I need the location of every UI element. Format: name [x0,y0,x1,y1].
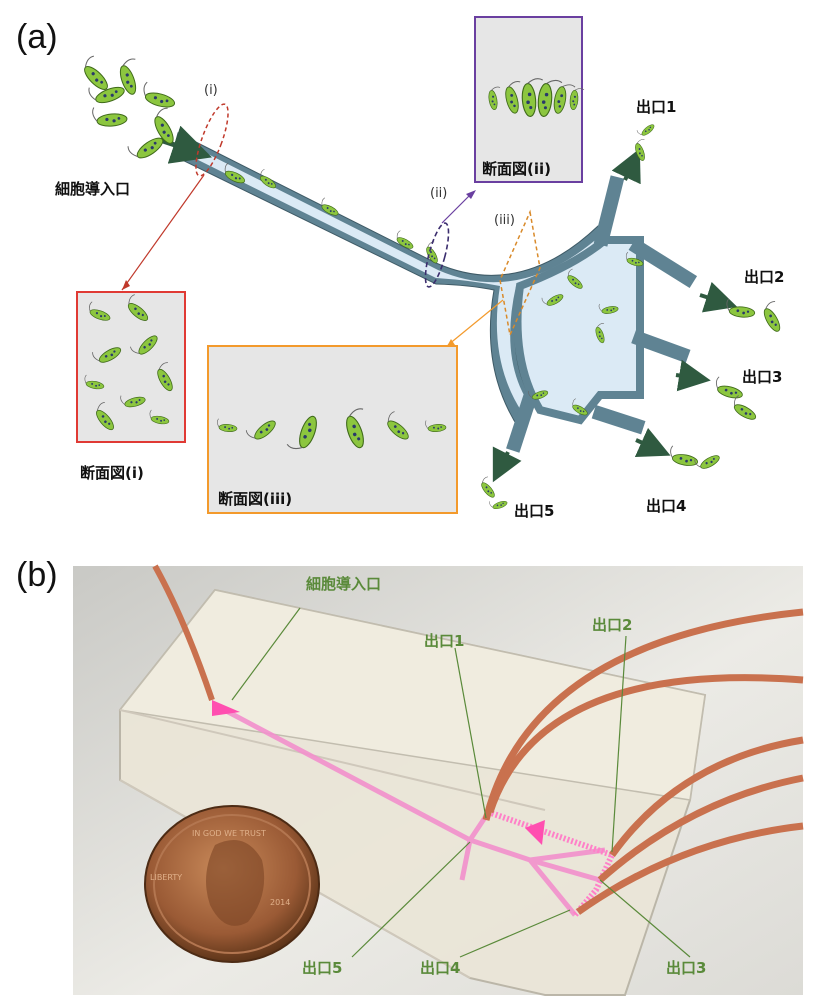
section-iii-box [207,345,458,514]
panel-a-label: (a) [16,18,58,56]
marker-i-label: (i) [204,83,218,98]
outlet-5-label: 出口5 [514,502,555,520]
section-i-label: 断面図(i) [80,464,144,482]
section-ii-label: 断面図(ii) [482,160,551,178]
panel-a-diagram [76,16,790,514]
photo-outlet-3-label: 出口3 [666,959,707,977]
panel-b-label: (b) [16,556,58,594]
photo-outlet-2-label: 出口2 [592,616,633,634]
outlet-4-label: 出口4 [646,497,687,515]
photo-outlet-1-label: 出口1 [424,632,465,650]
section-iii-label: 断面図(iii) [218,490,293,508]
coin-text-1: IN GOD WE TRUST [192,829,266,838]
coin-text-3: 2014 [270,898,290,907]
section-ii-marker [424,222,450,288]
marker-iii-label: (iii) [494,213,515,228]
section-i-marker [195,103,229,177]
section-iii-marker [499,209,541,338]
inlet-label: 細胞導入口 [55,180,131,198]
photo-outlet-4-label: 出口4 [420,959,461,977]
outlet-3-label: 出口3 [742,368,783,386]
photo-outlet-5-label: 出口5 [302,959,343,977]
photo-inlet-label: 細胞導入口 [306,575,382,593]
outlet-2-label: 出口2 [744,268,785,286]
coin-text-2: LIBERTY [150,873,182,882]
marker-ii-label: (ii) [430,186,448,201]
outlet-1-label: 出口1 [636,98,677,116]
outlet-chamber [513,236,644,425]
